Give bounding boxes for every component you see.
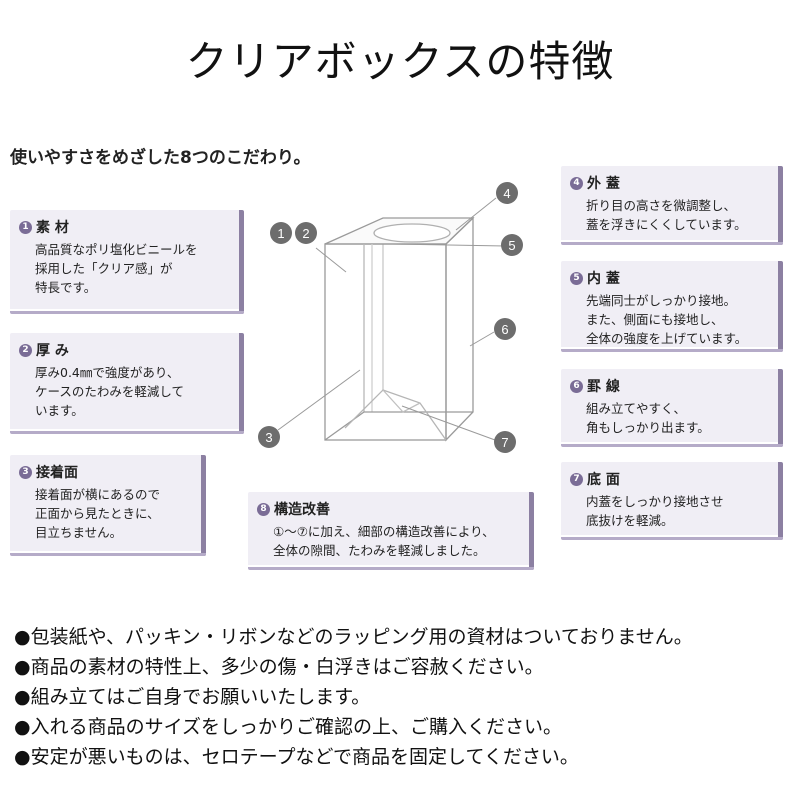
feature-heading: 厚 み (36, 343, 69, 359)
feature-card-adhesive: 3 接着面 接着面が横にあるので 正面から見たときに、 目立ちません。 (10, 455, 206, 556)
feature-text-line: 接着面が横にあるので (35, 487, 161, 502)
feature-text-line: 蓋を浮きにくくしています。 (586, 217, 747, 232)
callout-4: 4 (496, 182, 518, 204)
feature-text-line: ケースのたわみを軽減して (35, 384, 185, 399)
number-badge-2: 2 (19, 343, 32, 357)
number-badge-3: 3 (19, 465, 32, 479)
number-badge-7: 7 (570, 472, 583, 486)
feature-text-line: また、側面にも接地し、 (586, 312, 724, 327)
feature-text-line: ①～⑦に加え、細部の構造改善により、 (273, 524, 495, 539)
feature-card-crease: 6 罫 線 組み立てやすく、 角もしっかり出ます。 (561, 369, 783, 447)
feature-text-line: 正面から見たときに、 (35, 506, 160, 521)
feature-card-thickness: 2 厚 み 厚み0.4㎜で強度があり、 ケースのたわみを軽減して います。 (10, 333, 244, 434)
feature-heading: 構造改善 (274, 502, 330, 518)
feature-text-line: 特長です。 (35, 280, 97, 295)
note-item: ●商品の素材の特性上、多少の傷・白浮きはご容赦ください。 (14, 656, 544, 678)
feature-card-bottom: 7 底 面 内蓋をしっかり接地させ 底抜けを軽減。 (561, 462, 783, 540)
feature-text-line: 全体の強度を上げています。 (586, 331, 748, 346)
number-badge-1: 1 (19, 220, 32, 234)
feature-card-inner-lid: 5 内 蓋 先端同士がしっかり接地。 また、側面にも接地し、 全体の強度を上げてい… (561, 261, 783, 352)
feature-heading: 素 材 (36, 220, 69, 236)
feature-text-line: います。 (35, 403, 84, 418)
feature-text-line: 組み立てやすく、 (586, 401, 687, 416)
number-badge-5: 5 (570, 271, 583, 285)
feature-heading: 底 面 (587, 472, 620, 488)
callout-2: 2 (295, 222, 317, 244)
feature-heading: 罫 線 (587, 379, 620, 395)
feature-card-material: 1 素 材 高品質なポリ塩化ビニールを 採用した「クリア感」が 特長です。 (10, 210, 244, 314)
feature-text-line: 底抜けを軽減。 (586, 513, 674, 528)
page-title: クリアボックスの特徴 (185, 37, 615, 86)
feature-text-line: 採用した「クリア感」が (35, 261, 173, 276)
callout-5: 5 (501, 234, 523, 256)
callout-7: 7 (494, 431, 516, 453)
feature-text-line: 先端同士がしっかり接地。 (586, 293, 737, 308)
page-subtitle: 使いやすさをめざした8つのこだわり。 (10, 148, 311, 168)
feature-heading: 内 蓋 (587, 271, 620, 287)
feature-text-line: 折り目の高さを微調整し、 (586, 198, 737, 213)
number-badge-6: 6 (570, 379, 583, 393)
callout-3: 3 (258, 426, 280, 448)
feature-heading: 外 蓋 (587, 176, 620, 192)
feature-card-structure: 8 構造改善 ①～⑦に加え、細部の構造改善により、 全体の隙間、たわみを軽減しまし… (248, 492, 534, 570)
feature-text-line: 角もしっかり出ます。 (586, 420, 710, 435)
number-badge-4: 4 (570, 176, 583, 190)
feature-text-line: 内蓋をしっかり接地させ (586, 494, 724, 509)
feature-text-line: 全体の隙間、たわみを軽減しました。 (273, 543, 486, 558)
feature-text-line: 目立ちません。 (35, 525, 123, 540)
notes-list: ●包装紙や、パッキン・リボンなどのラッピング用の資材はついておりません。 ●商品… (14, 622, 693, 772)
note-item: ●包装紙や、パッキン・リボンなどのラッピング用の資材はついておりません。 (14, 626, 693, 648)
number-badge-8: 8 (257, 502, 270, 516)
feature-card-outer-lid: 4 外 蓋 折り目の高さを微調整し、 蓋を浮きにくくしています。 (561, 166, 783, 245)
feature-text-line: 厚み0.4㎜で強度があり、 (35, 365, 180, 380)
note-item: ●組み立てはご自身でお願いいたします。 (14, 686, 371, 708)
feature-heading: 接着面 (36, 465, 78, 481)
callout-1: 1 (270, 222, 292, 244)
note-item: ●安定が悪いものは、セロテープなどで商品を固定してください。 (14, 746, 579, 768)
note-item: ●入れる商品のサイズをしっかりご確認の上、ご購入ください。 (14, 716, 563, 738)
feature-text-line: 高品質なポリ塩化ビニールを (35, 242, 198, 257)
callout-6: 6 (494, 318, 516, 340)
